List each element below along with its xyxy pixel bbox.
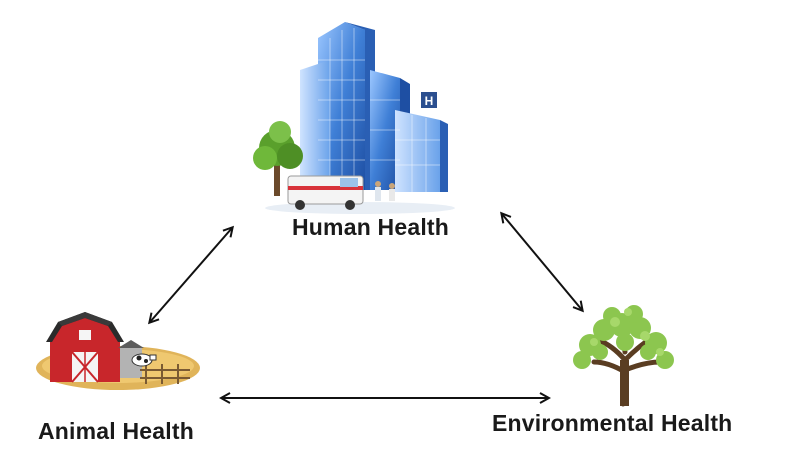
barn-icon	[36, 312, 200, 390]
human-health-label: Human Health	[292, 214, 450, 240]
arrow-human-animal	[150, 228, 232, 322]
svg-text:H: H	[425, 94, 434, 108]
animal-health-label: Animal Health	[38, 418, 194, 444]
arrow-human-environment	[502, 214, 582, 310]
environmental-health-label: Environmental Health	[492, 410, 733, 436]
hospital-icon: H	[253, 22, 455, 214]
tree-icon	[573, 305, 674, 407]
